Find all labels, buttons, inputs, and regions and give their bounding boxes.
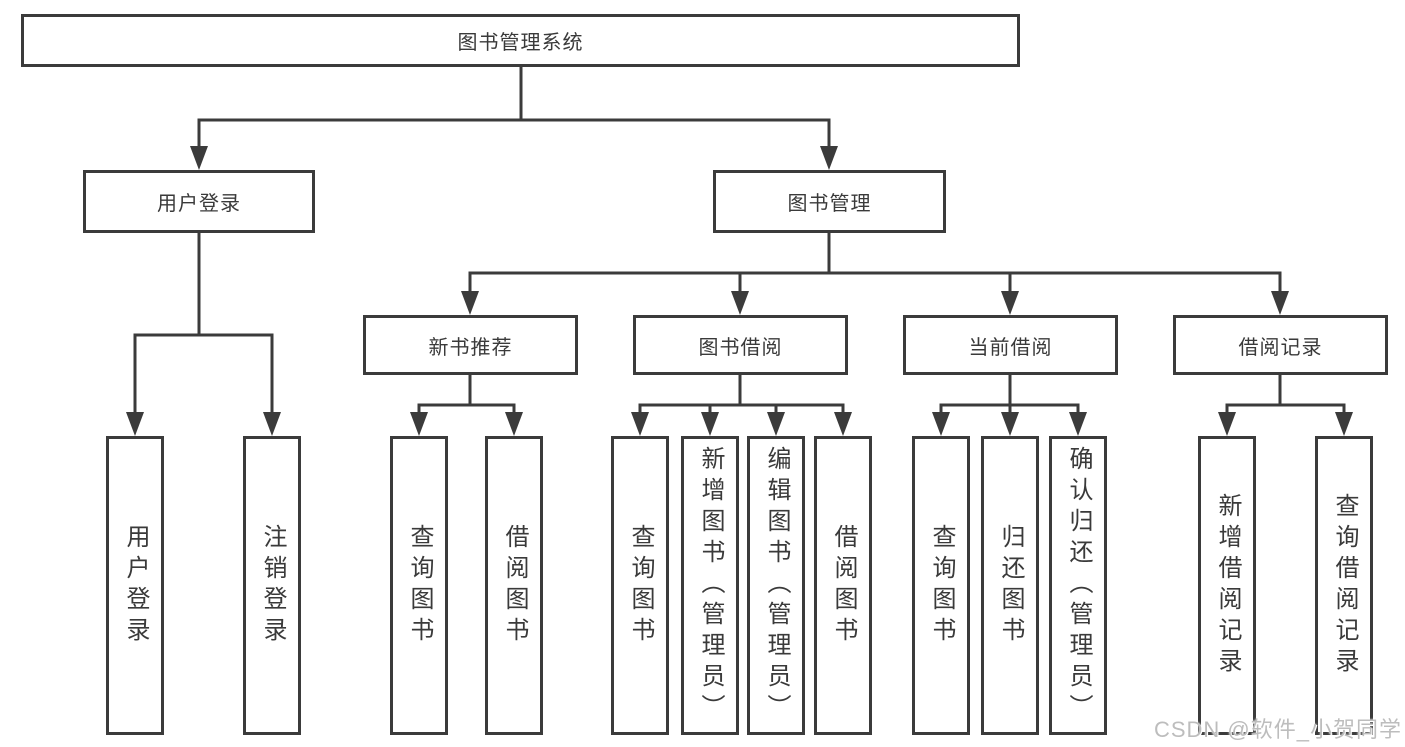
leaf-query-books-borrowing: 查询图书 — [611, 436, 669, 735]
leaf-query-books-recommend: 查询图书 — [390, 436, 448, 735]
node-new-book-recommendation: 新书推荐 — [363, 315, 578, 375]
node-user-login: 用户登录 — [83, 170, 315, 233]
leaf-return-books: 归还图书 — [981, 436, 1039, 735]
node-book-management: 图书管理 — [713, 170, 946, 233]
leaf-logout-login: 注销登录 — [243, 436, 301, 735]
leaf-borrow-books-recommend: 借阅图书 — [485, 436, 543, 735]
node-book-borrowing: 图书借阅 — [633, 315, 848, 375]
leaf-query-borrow-record: 查询借阅记录 — [1315, 436, 1373, 735]
node-library-management-system: 图书管理系统 — [21, 14, 1020, 67]
leaf-borrow-books-borrowing: 借阅图书 — [814, 436, 872, 735]
leaf-user-login: 用户登录 — [106, 436, 164, 735]
leaf-edit-books-admin: 编辑图书（管理员） — [747, 436, 805, 735]
node-borrowing-records: 借阅记录 — [1173, 315, 1388, 375]
leaf-add-borrow-record: 新增借阅记录 — [1198, 436, 1256, 735]
leaf-add-books-admin: 新增图书（管理员） — [681, 436, 739, 735]
leaf-confirm-return-admin: 确认归还（管理员） — [1049, 436, 1107, 735]
leaf-query-books-current: 查询图书 — [912, 436, 970, 735]
node-current-borrowing: 当前借阅 — [903, 315, 1118, 375]
watermark-text: CSDN @软件_小贺同学 — [1153, 717, 1402, 742]
